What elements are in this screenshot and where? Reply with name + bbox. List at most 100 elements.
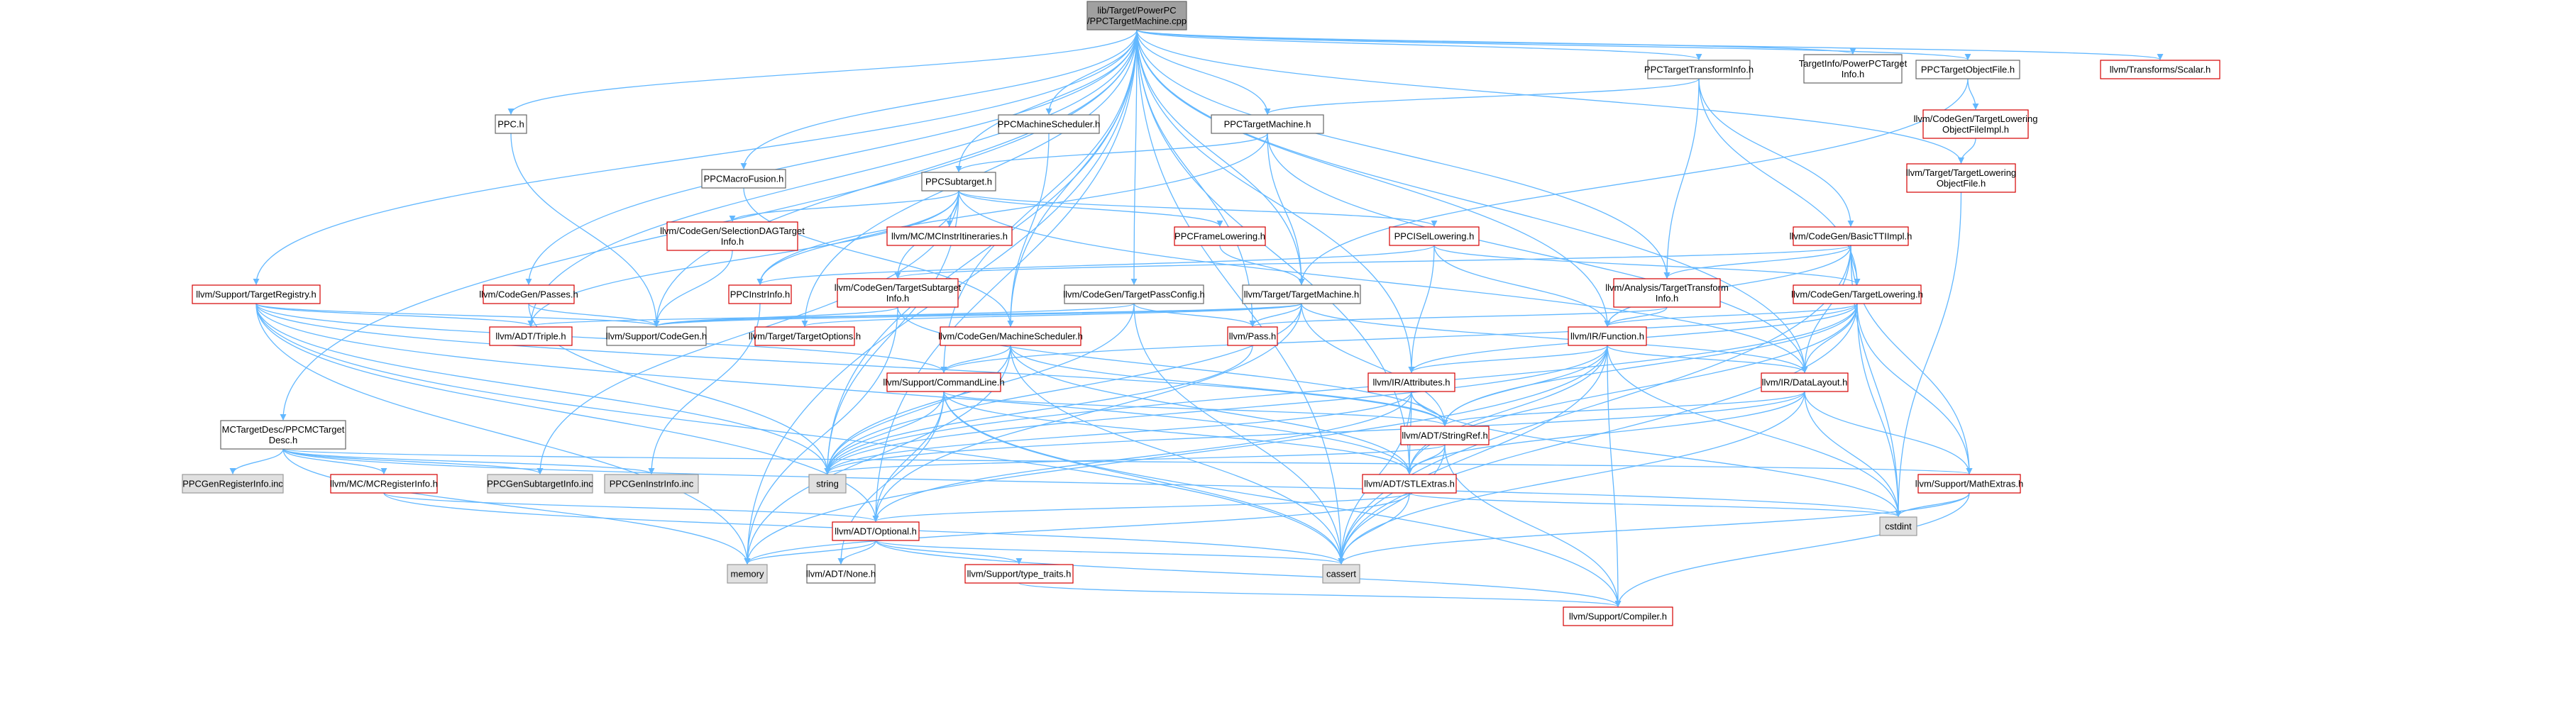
node-cmdline[interactable]: llvm/Support/CommandLine.h: [883, 372, 1005, 392]
node-box: [832, 521, 920, 541]
node-tl[interactable]: llvm/CodeGen/TargetLowering.h: [1791, 284, 1923, 304]
edge-stl-memory: [744, 492, 1410, 565]
edge-treg-cassert: [255, 303, 1345, 565]
node-compiler[interactable]: llvm/Support/Compiler.h: [1563, 606, 1673, 626]
node-tpc[interactable]: llvm/CodeGen/TargetPassConfig.h: [1063, 284, 1205, 304]
edge-math-compiler: [1614, 492, 1970, 607]
node-ttraits[interactable]: llvm/Support/type_traits.h: [964, 564, 1074, 584]
node-tlofi[interactable]: llvm/CodeGen/TargetLoweringObjectFileImp…: [1914, 109, 2038, 139]
node-ttm[interactable]: llvm/Target/TargetMachine.h: [1242, 284, 1361, 304]
node-box: [1400, 426, 1490, 445]
edge-isel-attr: [1408, 245, 1435, 373]
edge-dl-cassert: [1338, 391, 1805, 565]
node-cassert[interactable]: cassert: [1322, 564, 1360, 584]
node-box: [886, 372, 1001, 392]
node-attr[interactable]: llvm/IR/Attributes.h: [1367, 372, 1455, 392]
edge-math-cassert: [1338, 492, 1970, 565]
node-mcitin[interactable]: llvm/MC/MCInstrItineraries.h: [886, 226, 1013, 246]
node-stl[interactable]: llvm/ADT/STLExtras.h: [1362, 474, 1457, 494]
node-label: PPCTargetMachine.h: [1224, 119, 1311, 130]
edge-root-atti: [1136, 29, 1670, 279]
edge-treg-cmdline: [255, 303, 947, 373]
node-box: [806, 564, 876, 584]
node-macro[interactable]: PPCMacroFusion.h: [701, 169, 786, 189]
node-label: memory: [731, 569, 764, 579]
node-math[interactable]: llvm/Support/MathExtras.h: [1915, 474, 2023, 494]
node-box: [182, 474, 284, 494]
node-instinc[interactable]: PPCGenInstrInfo.inc: [604, 474, 699, 494]
node-func[interactable]: llvm/IR/Function.h: [1568, 326, 1647, 346]
node-label: PPCTargetTransformInfo.h: [1644, 65, 1754, 75]
node-label: PPCISelLowering.h: [1394, 231, 1475, 242]
node-label: lib/Target/PowerPC: [1097, 5, 1176, 16]
node-mcreg[interactable]: llvm/MC/MCRegisterInfo.h: [330, 474, 438, 494]
node-btti[interactable]: llvm/CodeGen/BasicTTIImpl.h: [1790, 226, 1912, 246]
node-codegen[interactable]: llvm/Support/CodeGen.h: [606, 326, 707, 346]
node-dl[interactable]: llvm/IR/DataLayout.h: [1761, 372, 1849, 392]
node-box: [487, 474, 593, 494]
node-sched[interactable]: PPCMachineScheduler.h: [998, 114, 1101, 134]
edge-dl-string: [824, 391, 1805, 475]
node-box: [1803, 54, 1903, 84]
node-box: [192, 284, 321, 304]
node-pass[interactable]: llvm/Pass.h: [1227, 326, 1278, 346]
node-label: cassert: [1326, 569, 1356, 579]
node-label: llvm/Support/type_traits.h: [967, 569, 1072, 579]
node-string[interactable]: string: [808, 474, 847, 494]
node-tti[interactable]: PPCTargetTransformInfo.h: [1644, 60, 1754, 79]
node-instrinfo[interactable]: PPCInstrInfo.h: [728, 284, 792, 304]
node-cgpass[interactable]: llvm/CodeGen/Passes.h: [479, 284, 578, 304]
node-layer: lib/Target/PowerPC/PPCTargetMachine.cppP…: [182, 1, 2220, 626]
node-msched[interactable]: llvm/CodeGen/MachineScheduler.h: [938, 326, 1083, 346]
node-reginc[interactable]: PPCGenRegisterInfo.inc: [182, 474, 284, 494]
node-sref[interactable]: llvm/ADT/StringRef.h: [1400, 426, 1490, 445]
node-atti[interactable]: llvm/Analysis/TargetTransformInfo.h: [1605, 278, 1729, 308]
node-subinc[interactable]: PPCGenSubtargetInfo.inc: [487, 474, 593, 494]
node-treg[interactable]: llvm/Support/TargetRegistry.h: [192, 284, 321, 304]
node-label: llvm/Target/TargetMachine.h: [1244, 289, 1360, 300]
node-tobj[interactable]: PPCTargetObjectFile.h: [1915, 60, 2020, 79]
edge-isel-tl: [1433, 245, 1861, 285]
edge-ttraits-compiler: [1018, 582, 1622, 607]
node-box: [1647, 60, 1751, 79]
node-label: llvm/CodeGen/SelectionDAGTarget: [660, 226, 805, 236]
node-sub[interactable]: PPCSubtarget.h: [921, 172, 996, 192]
node-triple[interactable]: llvm/ADT/Triple.h: [489, 326, 573, 346]
node-cstdint[interactable]: cstdint: [1879, 516, 1917, 536]
node-scalar[interactable]: llvm/Transforms/Scalar.h: [2100, 60, 2220, 79]
edge-root-treg: [253, 29, 1138, 285]
node-box: [1174, 226, 1266, 246]
node-label: llvm/IR/Attributes.h: [1372, 377, 1450, 388]
edge-instrinfo-instinc: [648, 303, 761, 475]
node-label: PPCGenInstrInfo.inc: [610, 479, 694, 489]
node-label: llvm/ADT/Triple.h: [495, 331, 566, 342]
node-frame[interactable]: PPCFrameLowering.h: [1174, 226, 1266, 246]
node-topt[interactable]: llvm/Target/TargetOptions.h: [749, 326, 861, 346]
edge-ppch-codegen: [510, 133, 660, 327]
node-label: TargetInfo/PowerPCTarget: [1799, 58, 1908, 69]
edge-cmdline-compiler: [943, 391, 1622, 607]
node-none[interactable]: llvm/ADT/None.h: [806, 564, 876, 584]
edge-root-ppch: [507, 29, 1138, 115]
node-ptm[interactable]: PPCTargetMachine.h: [1211, 114, 1324, 134]
edge-tl-math: [1856, 303, 1973, 475]
edge-root-sched: [1045, 29, 1138, 115]
edge-msched-cmdline: [940, 345, 1011, 373]
edge-root-tobj: [1136, 29, 1971, 60]
node-isel[interactable]: PPCISelLowering.h: [1389, 226, 1480, 246]
node-memory[interactable]: memory: [727, 564, 768, 584]
node-box: [2100, 60, 2220, 79]
edge-root-triple: [527, 29, 1138, 327]
node-opt[interactable]: llvm/ADT/Optional.h: [832, 521, 920, 541]
node-label: Info.h: [886, 293, 910, 304]
node-ppch[interactable]: PPC.h: [495, 114, 527, 134]
edge-root-scalar: [1136, 29, 2163, 60]
node-box: [1086, 1, 1187, 30]
edge-tti-ptm: [1264, 78, 1700, 115]
node-root[interactable]: lib/Target/PowerPC/PPCTargetMachine.cpp: [1086, 1, 1187, 30]
